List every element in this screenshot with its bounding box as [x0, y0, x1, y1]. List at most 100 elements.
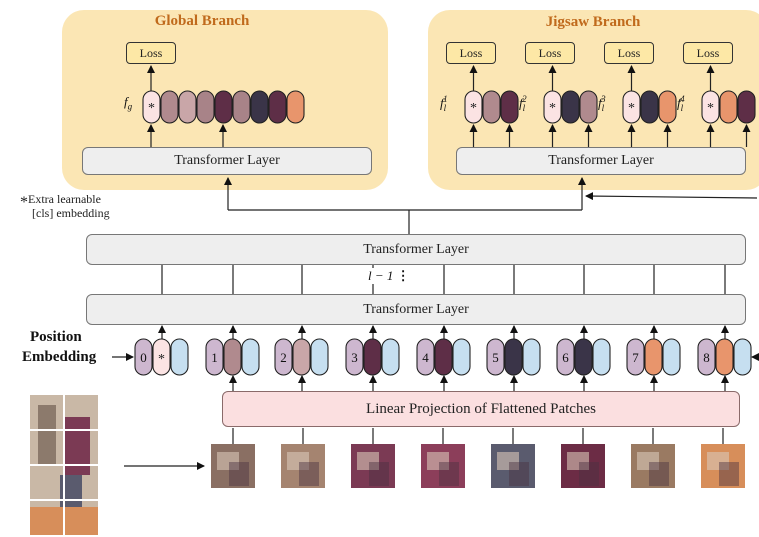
image-patch-detail — [497, 452, 519, 470]
jigsaw-transformer-layer: Transformer Layer — [456, 147, 746, 175]
backbone-transformer-layer-bottom: Transformer Layer — [86, 294, 746, 325]
image-patch-detail — [637, 452, 659, 470]
image-patch-detail — [509, 462, 529, 486]
image-patch-detail — [287, 452, 309, 470]
jigsaw-token — [719, 90, 738, 124]
global-token — [160, 90, 179, 124]
global-token — [268, 90, 287, 124]
global-loss-box: Loss — [126, 42, 176, 64]
image-patch-detail — [357, 452, 379, 470]
jigsaw-token — [622, 90, 641, 124]
token-pill — [715, 338, 734, 376]
jigsaw-loss-box-2: Loss — [525, 42, 575, 64]
patch-embedding-pill — [310, 338, 329, 376]
linear-projection-box: Linear Projection of Flattened Patches — [222, 391, 740, 427]
image-patch-detail — [299, 462, 319, 486]
image-patch-detail — [369, 462, 389, 486]
position-embedding-pill — [416, 338, 435, 376]
global-branch-title: Global Branch — [154, 13, 250, 29]
token-index: 4 — [422, 350, 429, 365]
token-index: 5 — [492, 350, 499, 365]
token-index: 6 — [562, 350, 569, 365]
shuffle-input-arrow — [585, 192, 758, 201]
position-embedding-pill — [274, 338, 293, 376]
jigsaw-feature-label-2: fl2 — [519, 94, 527, 113]
global-cls-star: * — [148, 101, 155, 116]
token-pill — [434, 338, 453, 376]
position-embedding-pill — [626, 338, 645, 376]
global-token — [142, 90, 161, 124]
jigsaw-feature-label-1: fl1 — [440, 94, 448, 113]
token-index: 7 — [632, 350, 639, 365]
jigsaw-token — [658, 90, 677, 124]
global-feature-label: fg — [124, 94, 133, 112]
global-transformer-layer: Transformer Layer — [82, 147, 372, 175]
jigsaw-feature-label-3: fl3 — [598, 94, 606, 113]
image-patch-detail — [567, 452, 589, 470]
depth-label: l − 1 ⋮ — [366, 268, 412, 284]
jigsaw-token — [543, 90, 562, 124]
patch-embedding-pill — [381, 338, 400, 376]
token-index: 3 — [351, 350, 358, 365]
global-token — [286, 90, 305, 124]
jigsaw-cls-star: * — [549, 101, 556, 116]
token-pill — [152, 338, 171, 376]
source-image-figure — [64, 417, 90, 475]
jigsaw-token — [500, 90, 519, 124]
jigsaw-cls-star: * — [628, 101, 635, 116]
global-token — [250, 90, 269, 124]
jigsaw-loss-box-3: Loss — [604, 42, 654, 64]
jigsaw-token — [561, 90, 580, 124]
cls-note: *Extra learnable [cls] embedding — [20, 192, 110, 220]
position-embedding-pill — [486, 338, 505, 376]
image-patch-detail — [707, 452, 729, 470]
token-pill — [363, 338, 382, 376]
token-index: 8 — [703, 350, 710, 365]
patch-embedding-pill — [733, 338, 752, 376]
token-pill — [644, 338, 663, 376]
jigsaw-branch-title: Jigsaw Branch — [545, 14, 641, 30]
position-embedding-pill — [134, 338, 153, 376]
position-embedding-pill — [697, 338, 716, 376]
cls-star: * — [158, 352, 165, 367]
jigsaw-token — [737, 90, 756, 124]
global-token — [196, 90, 215, 124]
image-patch-detail — [229, 462, 249, 486]
token-pill — [223, 338, 242, 376]
token-index: 1 — [211, 350, 218, 365]
image-patch-detail — [427, 452, 449, 470]
jigsaw-cls-star: * — [470, 101, 477, 116]
global-token — [178, 90, 197, 124]
jigsaw-token — [579, 90, 598, 124]
patch-embedding-pill — [522, 338, 541, 376]
source-image-figure — [60, 475, 82, 515]
position-embedding-label: Position Embedding — [22, 329, 97, 365]
position-embedding-pill — [205, 338, 224, 376]
patch-embedding-pill — [662, 338, 681, 376]
image-patch-detail — [439, 462, 459, 486]
token-index: 0 — [140, 350, 147, 365]
global-token — [232, 90, 251, 124]
position-embedding-pill — [345, 338, 364, 376]
jigsaw-loss-box-4: Loss — [683, 42, 733, 64]
token-pill — [574, 338, 593, 376]
image-patch-detail — [579, 462, 599, 486]
backbone-transformer-layer-top: Transformer Layer — [86, 234, 746, 265]
source-image-figure — [38, 405, 56, 465]
jigsaw-token — [482, 90, 501, 124]
patch-embedding-pill — [592, 338, 611, 376]
patch-embedding-pill — [170, 338, 189, 376]
token-pill — [292, 338, 311, 376]
global-token — [214, 90, 233, 124]
token-pill — [504, 338, 523, 376]
jigsaw-token — [464, 90, 483, 124]
image-patch-detail — [649, 462, 669, 486]
jigsaw-cls-star: * — [707, 101, 714, 116]
patch-embedding-pill — [452, 338, 471, 376]
image-patch-detail — [217, 452, 239, 470]
position-embedding-pill — [556, 338, 575, 376]
token-index: 2 — [280, 350, 287, 365]
jigsaw-loss-box-1: Loss — [446, 42, 496, 64]
patch-embedding-pill — [241, 338, 260, 376]
